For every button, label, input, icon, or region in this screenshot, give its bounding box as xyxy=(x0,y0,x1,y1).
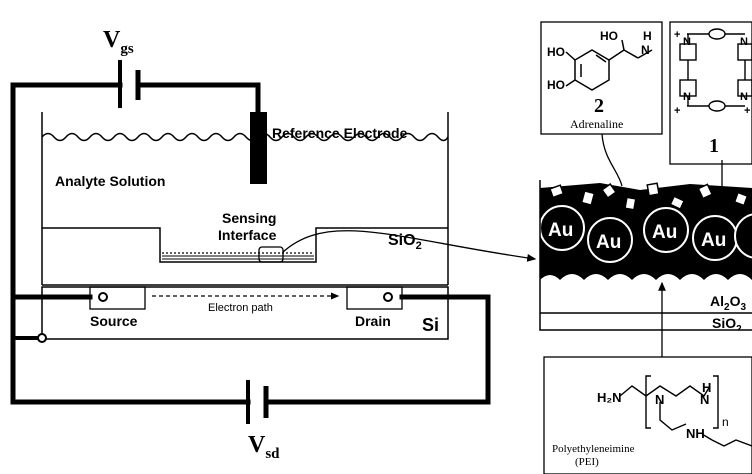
svg-text:N: N xyxy=(740,91,748,103)
compound-1-number: 1 xyxy=(709,135,719,157)
pei-abbrev: (PEI) xyxy=(575,456,599,468)
svg-text:N: N xyxy=(740,36,748,48)
svg-text:N: N xyxy=(655,392,664,407)
si-substrate xyxy=(41,286,449,340)
au-nanoparticles xyxy=(540,205,752,263)
drain-terminal xyxy=(383,292,393,302)
adrenaline-structure xyxy=(565,39,653,91)
svg-text:N: N xyxy=(700,392,709,407)
svg-text:H₂N: H₂N xyxy=(597,390,622,405)
svg-text:HO: HO xyxy=(547,78,565,92)
svg-text:Au: Au xyxy=(548,220,573,241)
source-label: Source xyxy=(90,313,138,329)
reference-electrode xyxy=(250,112,267,184)
drain-contact xyxy=(346,286,403,310)
electron-path-label: Electron path xyxy=(208,302,273,314)
sensing-interface-marker xyxy=(258,246,284,263)
svg-text:n: n xyxy=(722,415,729,429)
vgs-battery xyxy=(118,60,141,108)
svg-text:+: + xyxy=(674,29,680,41)
svg-text:HO: HO xyxy=(600,29,618,43)
compound-2-number: 2 xyxy=(594,95,604,117)
sensing-interface-label-2: Interface xyxy=(218,227,277,243)
inset-sio2-label: SiO2 xyxy=(712,315,742,335)
analyte-solution-label: Analyte Solution xyxy=(55,173,165,189)
source-contact xyxy=(89,286,146,310)
si-label: Si xyxy=(422,315,439,335)
reference-electrode-label: Reference Electrode xyxy=(272,125,408,141)
svg-text:HO: HO xyxy=(547,45,565,59)
circuit-wires xyxy=(10,82,491,405)
vsd-battery xyxy=(246,380,269,424)
svg-text:N: N xyxy=(683,36,691,48)
zoom-arrow xyxy=(282,230,537,262)
svg-text:NH: NH xyxy=(686,426,705,441)
sensing-film xyxy=(162,252,314,260)
body-terminal xyxy=(37,333,47,343)
pei-structure xyxy=(619,375,752,447)
adrenaline-box xyxy=(540,21,663,135)
svg-text:Au: Au xyxy=(701,230,726,251)
drain-label: Drain xyxy=(355,313,391,329)
svg-text:N: N xyxy=(683,91,691,103)
adrenaline-arrow xyxy=(601,133,623,187)
svg-text:+: + xyxy=(674,105,680,117)
cyclophane-structure xyxy=(679,28,752,112)
svg-text:H: H xyxy=(643,29,652,43)
svg-text:Au: Au xyxy=(652,222,677,243)
compound-2-name: Adrenaline xyxy=(570,117,623,131)
svg-text:+: + xyxy=(744,105,750,117)
pei-name: Polyethyleneimine xyxy=(552,443,635,455)
svg-text:H: H xyxy=(702,380,711,395)
al2o3-label: Al2O3 xyxy=(710,293,746,313)
vgs-label: Vgs xyxy=(103,27,134,57)
analyte-container xyxy=(41,112,449,285)
vsd-label: Vsd xyxy=(248,432,280,462)
sio2-label: SiO2 xyxy=(388,232,422,252)
inset-panel: Au Au Au Au Al2O3 SiO2 xyxy=(540,180,752,335)
sio2-layer xyxy=(42,227,448,263)
svg-text:Au: Au xyxy=(596,232,621,253)
sensing-interface-label: Sensing xyxy=(222,210,276,226)
svg-text:N: N xyxy=(641,43,650,57)
source-terminal xyxy=(98,292,108,302)
